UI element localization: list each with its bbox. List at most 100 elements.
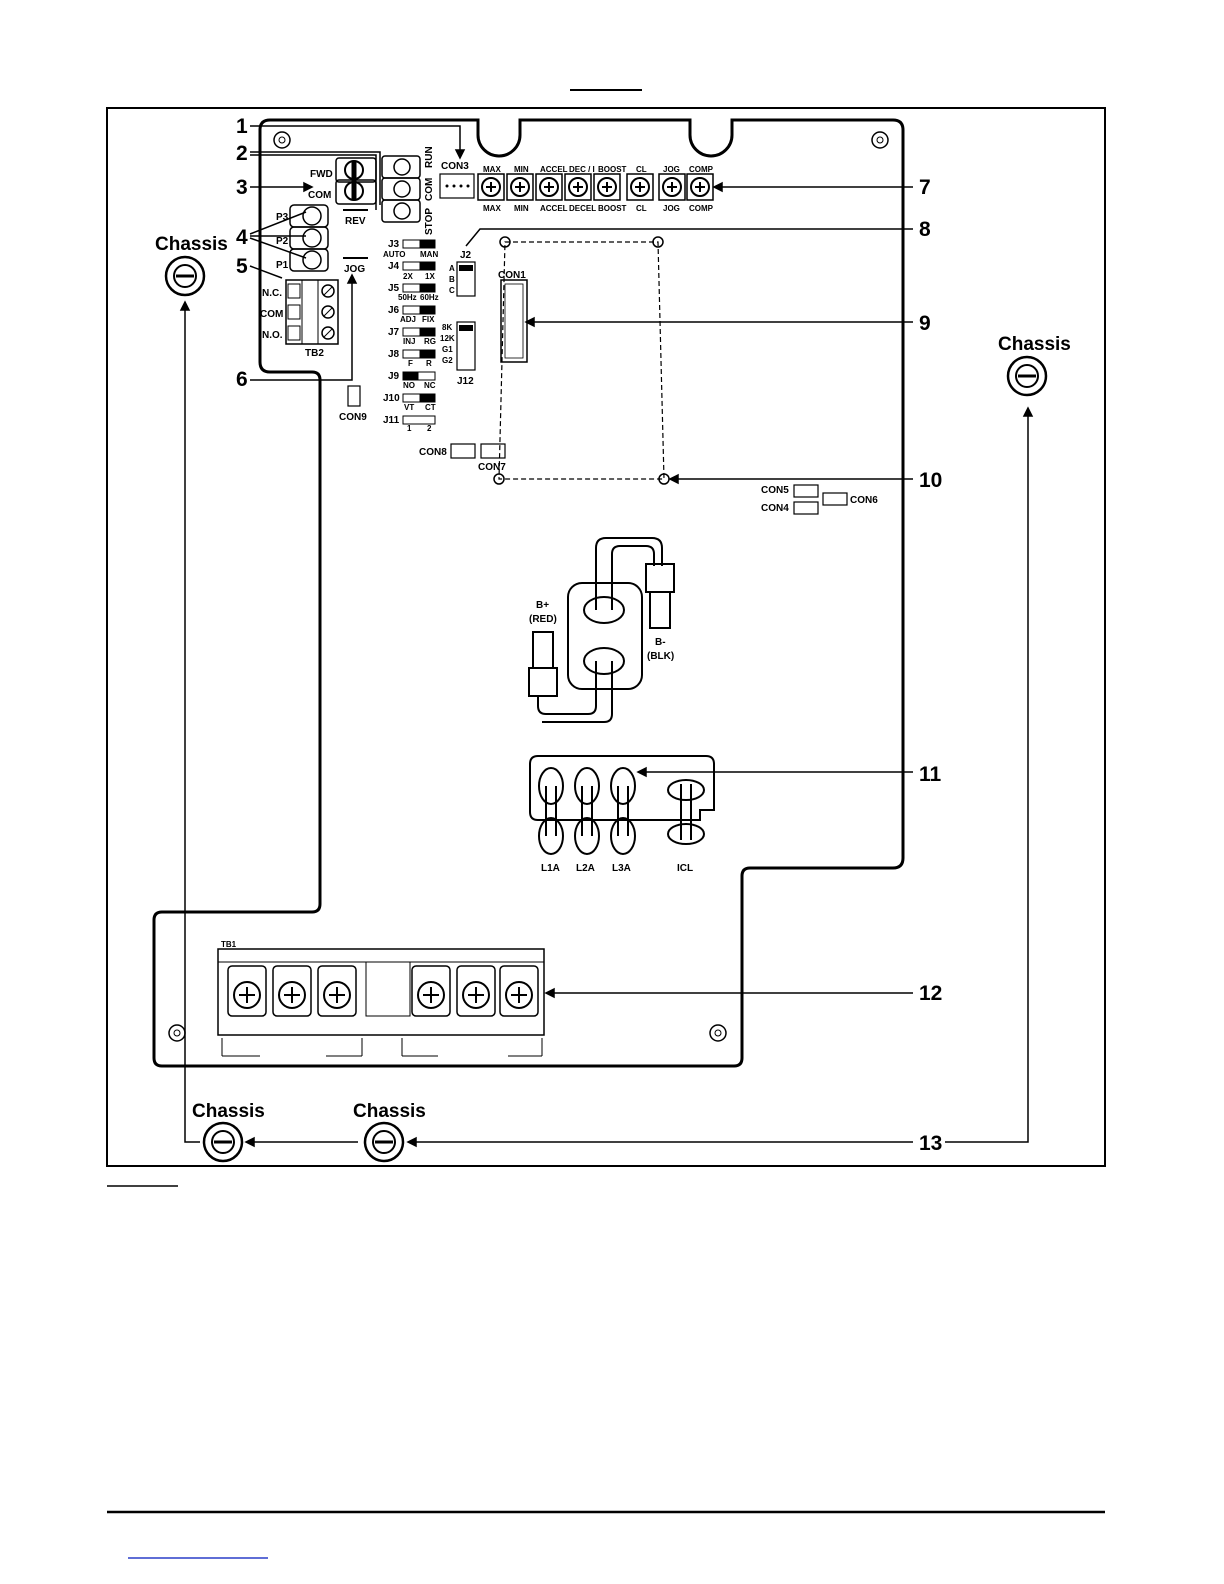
jumper-option-left: 2X bbox=[403, 272, 413, 281]
jumper-option-left: VT bbox=[404, 403, 414, 412]
pot-p1[interactable] bbox=[289, 248, 329, 272]
rev-label: REV bbox=[345, 216, 366, 227]
adjuster-pot-2[interactable] bbox=[506, 173, 534, 201]
adjuster-label-bottom: CL bbox=[636, 204, 647, 213]
leader-lines bbox=[179, 125, 1034, 1148]
fwd-rev-switch[interactable] bbox=[335, 157, 377, 205]
line-terminal-l1a[interactable] bbox=[538, 767, 564, 855]
jumper-option-right: RG bbox=[424, 337, 436, 346]
dc-bus-wiring bbox=[528, 537, 675, 723]
bminus-color-label: (BLK) bbox=[647, 651, 674, 662]
tb1-screw-terminal[interactable] bbox=[227, 965, 267, 1017]
jog-label: JOG bbox=[344, 264, 365, 275]
con4-label: CON4 bbox=[761, 503, 789, 514]
callout-12: 12 bbox=[919, 982, 942, 1005]
jumper-headers[interactable] bbox=[402, 239, 436, 425]
pot-p1-label: P1 bbox=[276, 260, 289, 271]
callout-4: 4 bbox=[236, 226, 248, 249]
adjuster-pot-4[interactable] bbox=[564, 173, 592, 201]
adjuster-pot-3[interactable] bbox=[535, 173, 563, 201]
con6-label: CON6 bbox=[850, 495, 878, 506]
line-terminal-icl[interactable] bbox=[667, 779, 705, 845]
j12-row-label: G2 bbox=[442, 356, 453, 365]
j12-row-label: G1 bbox=[442, 345, 453, 354]
con1-connector[interactable] bbox=[500, 279, 528, 363]
con9-connector[interactable] bbox=[347, 385, 361, 407]
adjuster-label-bottom: JOG bbox=[663, 204, 680, 213]
adjuster-label-bottom: ACCEL bbox=[540, 204, 568, 213]
adjuster-label-bottom: DECEL bbox=[569, 204, 596, 213]
line-terminal-l2a[interactable] bbox=[574, 767, 600, 855]
callout-11: 11 bbox=[919, 763, 942, 786]
jumper-option-right: MAN bbox=[420, 250, 438, 259]
adjuster-label: CL bbox=[636, 165, 647, 174]
callout-5: 5 bbox=[236, 255, 248, 278]
adjuster-pot-1[interactable] bbox=[477, 173, 505, 201]
pot-p2-label: P2 bbox=[276, 236, 289, 247]
line-terminal-label: L2A bbox=[576, 863, 595, 874]
figure-frame bbox=[106, 107, 1106, 1167]
chassis-label: Chassis bbox=[155, 234, 228, 255]
callout-9: 9 bbox=[919, 312, 931, 335]
callout-7: 7 bbox=[919, 176, 931, 199]
tb1-label: TB1 bbox=[221, 940, 237, 949]
tb2-label: TB2 bbox=[305, 348, 324, 359]
con1-label: CON1 bbox=[498, 270, 526, 281]
adjuster-pot-5[interactable] bbox=[593, 173, 621, 201]
callout-8: 8 bbox=[919, 218, 931, 241]
run-label: RUN bbox=[424, 146, 435, 168]
pot-p2[interactable] bbox=[289, 226, 329, 250]
j12-jumper[interactable] bbox=[456, 321, 476, 371]
line-terminal-l3a[interactable] bbox=[610, 767, 636, 855]
adjuster-label: COMP bbox=[689, 165, 714, 174]
adjuster-label-bottom: BOOST bbox=[598, 204, 627, 213]
jumper-option-right: 2 bbox=[427, 424, 432, 433]
tb1-screw-terminal[interactable] bbox=[499, 965, 539, 1017]
jumper-option-left: NO bbox=[403, 381, 415, 390]
chassis-ground-icon bbox=[1006, 355, 1048, 397]
jumper-option-left: INJ bbox=[403, 337, 415, 346]
jumper-option-right: FIX bbox=[422, 315, 435, 324]
tb1-screw-terminal[interactable] bbox=[272, 965, 312, 1017]
callout-13: 13 bbox=[919, 1132, 942, 1155]
con4-connector[interactable] bbox=[793, 501, 819, 515]
con8-connector[interactable] bbox=[450, 443, 476, 459]
line-terminal-label: ICL bbox=[677, 863, 693, 874]
jumper-option-left: AUTO bbox=[383, 250, 406, 259]
tb2-terminal-block[interactable] bbox=[285, 279, 339, 345]
bplus-color-label: (RED) bbox=[529, 614, 557, 625]
adjuster-pot-6[interactable] bbox=[626, 173, 654, 201]
jumper-option-left: 1 bbox=[407, 424, 412, 433]
jumper-option-right: NC bbox=[424, 381, 436, 390]
adjuster-pot-8[interactable] bbox=[686, 173, 714, 201]
mounting-screw bbox=[168, 1024, 186, 1042]
tb2-nc-label: N.C. bbox=[262, 288, 282, 299]
j2-jumper[interactable] bbox=[456, 261, 476, 297]
con7-connector[interactable] bbox=[480, 443, 506, 459]
con6-connector[interactable] bbox=[822, 492, 848, 506]
jumper-option-left: ADJ bbox=[400, 315, 416, 324]
con3-connector[interactable] bbox=[439, 173, 475, 199]
tb1-screw-terminal[interactable] bbox=[317, 965, 357, 1017]
jumper-label: J5 bbox=[388, 283, 400, 294]
jumper-option-left: 50Hz bbox=[398, 293, 417, 302]
j2-label: J2 bbox=[460, 250, 472, 261]
stop-label: STOP bbox=[424, 208, 435, 235]
tb1-screw-terminal[interactable] bbox=[456, 965, 496, 1017]
tb1-screw-terminal[interactable] bbox=[411, 965, 451, 1017]
chassis-label: Chassis bbox=[353, 1101, 426, 1122]
jumper-label: J6 bbox=[388, 305, 400, 316]
jumper-label: J8 bbox=[388, 349, 400, 360]
line-terminal-label: L1A bbox=[541, 863, 560, 874]
con5-label: CON5 bbox=[761, 485, 789, 496]
adjuster-label-bottom: MAX bbox=[483, 204, 501, 213]
chassis-ground-icon bbox=[164, 255, 206, 297]
con5-connector[interactable] bbox=[793, 484, 819, 498]
adjuster-pot-7[interactable] bbox=[658, 173, 686, 201]
jumper-option-right: R bbox=[426, 359, 432, 368]
chassis-ground-icon bbox=[202, 1121, 244, 1163]
run-stop-switch[interactable] bbox=[381, 155, 421, 223]
adjuster-label-bottom: MIN bbox=[514, 204, 529, 213]
chassis-label: Chassis bbox=[998, 334, 1071, 355]
